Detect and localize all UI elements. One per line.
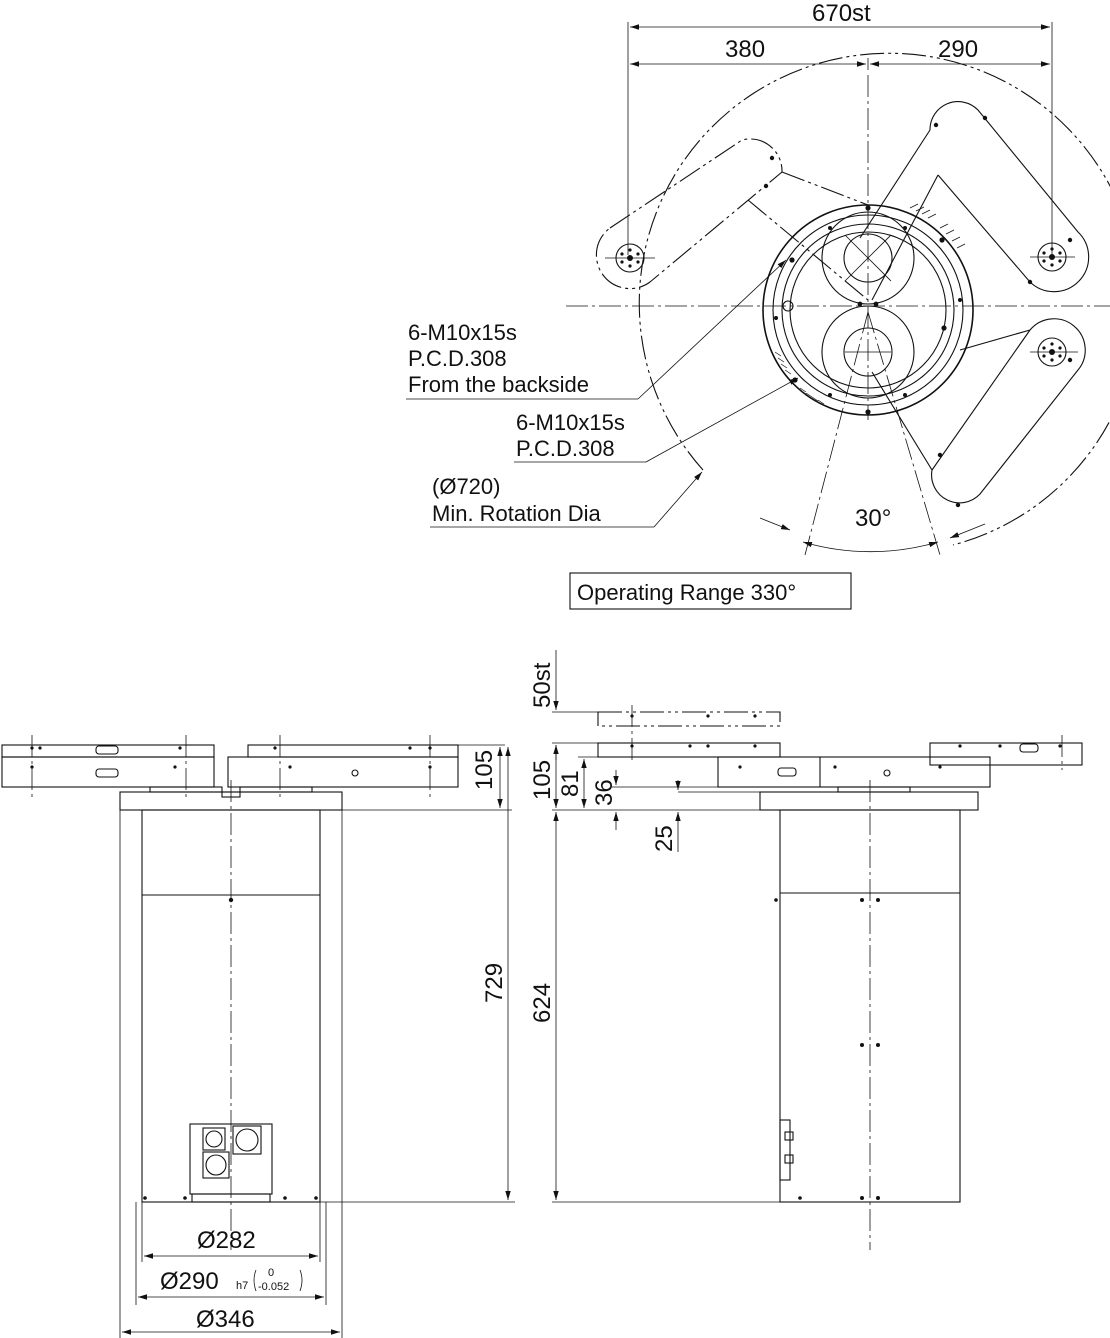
angle-30-label: 30° bbox=[855, 505, 891, 532]
svg-text:P.C.D.308: P.C.D.308 bbox=[516, 436, 615, 461]
dim-right-290: 290 bbox=[938, 36, 978, 63]
front-view: 105 729 Ø282 Ø290 h7 0 -0.052 Ø346 bbox=[1, 735, 515, 1338]
svg-text:(Ø720): (Ø720) bbox=[432, 474, 500, 499]
svg-text:6-M10x15s: 6-M10x15s bbox=[408, 320, 517, 345]
dimension-670st: 670st bbox=[627, 0, 1053, 255]
dimension-380-290: 380 290 bbox=[630, 36, 1050, 70]
dim-stroke-total: 670st bbox=[812, 0, 871, 27]
dim-side-81: 81 bbox=[557, 770, 584, 797]
tol-lower: -0.052 bbox=[258, 1281, 289, 1293]
fit-class: h7 bbox=[236, 1280, 248, 1292]
tol-upper: 0 bbox=[268, 1267, 274, 1279]
svg-text:6-M10x15s: 6-M10x15s bbox=[516, 410, 625, 435]
svg-text:From the backside: From the backside bbox=[408, 372, 589, 397]
min-rotation-circle bbox=[638, 52, 1110, 546]
dim-front-105: 105 bbox=[471, 750, 498, 790]
operating-range-box: Operating Range 330° bbox=[569, 572, 852, 610]
arm-upper-right bbox=[859, 101, 1090, 301]
operating-range-label: Operating Range 330° bbox=[577, 580, 796, 605]
dim-side-50st: 50st bbox=[529, 662, 556, 708]
dim-side-105: 105 bbox=[529, 760, 556, 800]
dim-dia-346: Ø346 bbox=[196, 1306, 255, 1333]
connectors bbox=[202, 1125, 262, 1179]
dim-left-380: 380 bbox=[725, 36, 765, 63]
svg-text:P.C.D.308: P.C.D.308 bbox=[408, 346, 507, 371]
dim-side-25: 25 bbox=[651, 825, 678, 852]
dim-front-729: 729 bbox=[481, 963, 508, 1003]
dim-side-36: 36 bbox=[591, 779, 618, 806]
note-min-rotation: (Ø720) Min. Rotation Dia bbox=[430, 471, 703, 528]
dim-dia-282: Ø282 bbox=[197, 1227, 256, 1254]
top-view: 670st 380 290 bbox=[406, 0, 1110, 610]
bolt-holes bbox=[774, 205, 962, 415]
arm-upper-left bbox=[595, 138, 869, 301]
dim-side-624: 624 bbox=[529, 983, 556, 1023]
note-bolts: 6-M10x15s P.C.D.308 bbox=[514, 377, 799, 463]
dim-dia-290: Ø290 bbox=[160, 1268, 219, 1295]
note-bolts-backside: 6-M10x15s P.C.D.308 From the backside bbox=[406, 259, 787, 400]
side-view: 50st 105 81 36 25 624 bbox=[529, 650, 1083, 1250]
arm-lower-right bbox=[871, 318, 1086, 508]
svg-text:Min. Rotation Dia: Min. Rotation Dia bbox=[432, 501, 602, 526]
